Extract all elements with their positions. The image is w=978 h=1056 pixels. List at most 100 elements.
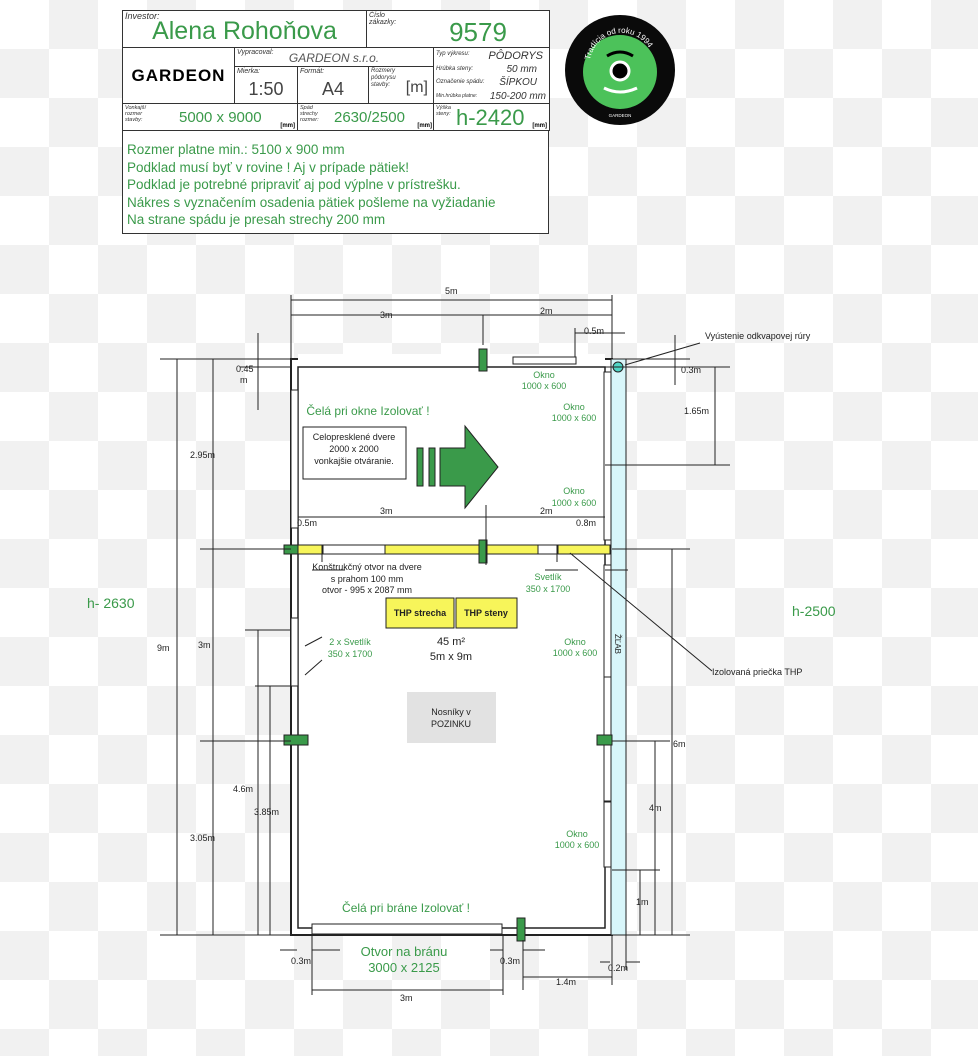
wall-value: 50 mm (506, 64, 537, 75)
outer-label: Vonkajší rozmer stavby: (125, 105, 146, 123)
dim-label: m (240, 375, 248, 385)
window-label: 1000 x 600 (522, 381, 567, 391)
outer-cell: Vonkajší rozmer stavby: 5000 x 9000 [mm] (122, 103, 298, 131)
roof-value: 2630/2500 (334, 109, 405, 126)
scale-value: 1:50 (248, 79, 284, 99)
skylights-label: 2 x Svetlík (329, 637, 371, 647)
format-label: Formát: (300, 68, 325, 75)
window-label: Okno (533, 370, 555, 380)
window-label: 1000 x 600 (552, 498, 597, 508)
downpipe-label: Vyústenie odkvapovej rúry (705, 331, 811, 341)
gate-label: 3000 x 2125 (368, 960, 440, 975)
dim-label: 0.3m (681, 365, 701, 375)
dim-label: 1.4m (556, 977, 576, 987)
roof-unit: [mm] (417, 123, 432, 129)
beams-label: Nosníky v (431, 707, 471, 717)
height-label: Výška steny: (436, 105, 451, 117)
thp-roof-tag (385, 597, 455, 629)
dim-label: 0.5m (584, 326, 604, 336)
gardeon-logo: GARDEON (131, 66, 226, 85)
thp-walls-tag (455, 597, 518, 629)
height-value: h-2420 (456, 105, 525, 130)
outer-value: 5000 x 9000 (179, 109, 262, 126)
dim-label: 2m (540, 306, 553, 316)
building (283, 348, 627, 942)
thp-walls-label: THP steny (464, 608, 508, 618)
skylights-label: 350 x 1700 (328, 649, 373, 659)
wall-label: Hrúbka steny: (436, 66, 474, 72)
window-label: 1000 x 600 (555, 840, 600, 850)
type-value: PÔDORYS (488, 50, 543, 62)
window-label: Okno (563, 402, 585, 412)
prepared-by: GARDEON s.r.o. (288, 51, 380, 65)
dim-label: 2m (540, 506, 553, 516)
window-label: Okno (564, 637, 586, 647)
dim-label: 6m (673, 739, 686, 749)
dim-label: 0.5m (297, 518, 317, 528)
dims-unit: [m] (405, 79, 428, 96)
insulate-gate-label: Čelá pri bráne Izolovať ! (342, 900, 470, 915)
partition-label: Izolovaná priečka THP (712, 667, 802, 677)
slab-label: Min.hrúbka platne: (436, 93, 478, 99)
order-number: 9579 (449, 17, 507, 47)
dim-label: 3m (380, 310, 393, 320)
door-label: Celopresklené dvere (313, 432, 396, 442)
window-label: Okno (566, 829, 588, 839)
door-label: vonkajšie otváranie. (314, 456, 394, 466)
dim-label: 2.95m (190, 450, 215, 460)
note-line: Nákres s vyznačením osadenia pätiek pošl… (127, 194, 496, 210)
dim-label: 3m (198, 640, 211, 650)
dims-label: Rozmery pôdorysu stavby: (371, 68, 396, 88)
dim-label: 1m (636, 897, 649, 907)
dim-label: 9m (157, 643, 170, 653)
door-label: 2000 x 2000 (329, 444, 379, 454)
thp-roof-label: THP strecha (394, 608, 447, 618)
note-line: Rozmer platne min.: 5100 x 900 mm (127, 142, 345, 157)
dim-label: 0.3m (291, 956, 311, 966)
size-label: 5m x 9m (430, 651, 472, 663)
slab-value: 150-200 mm (489, 91, 546, 102)
insulate-window-label: Čelá pri okne Izolovať ! (306, 403, 429, 418)
slope-value: ŠÍPKOU (499, 77, 537, 88)
order-label: Číslo zákazky: (369, 12, 397, 26)
dim-label: 0.3m (500, 956, 520, 966)
window-label: Okno (563, 486, 585, 496)
dimension-labels: 5m 3m 2m 0.5m 9m 2.95m 3m 3.05m 0.45 m 4… (157, 286, 709, 1003)
beams-label: POZINKU (431, 719, 471, 729)
opening-label: Konštrukčný otvor na dvere (312, 562, 422, 572)
opening-label: otvor - 995 x 2087 mm (322, 585, 412, 595)
scale-cell: Mierka: 1:50 (234, 66, 298, 104)
beams-box (407, 692, 496, 743)
badge-brand: GARDEON (609, 113, 632, 118)
drawing-info-cell: Typ výkresu: PÔDORYS Hrúbka steny: 50 mm… (433, 47, 550, 104)
title-block: Investor: Alena Rohoňova Číslo zákazky: … (122, 10, 550, 234)
dim-label: 0.8m (576, 518, 596, 528)
dim-label: 3m (400, 993, 413, 1003)
height-left: h- 2630 (87, 595, 135, 611)
window-label: 1000 x 600 (553, 648, 598, 658)
skylight-label: Svetlík (534, 572, 562, 582)
dim-label: 0.2m (608, 963, 628, 973)
height-right: h-2500 (792, 603, 836, 619)
dim-label: 3.05m (190, 833, 215, 843)
area-label: 45 m² (437, 636, 465, 648)
type-label: Typ výkresu: (436, 51, 470, 57)
order-cell: Číslo zákazky: 9579 (366, 10, 550, 48)
height-unit: [mm] (532, 123, 547, 129)
gate-label: Otvor na bránu (361, 944, 448, 959)
slope-label: Označenie spádu: (436, 79, 485, 85)
note-line: Podklad musí byť v rovine ! Aj v prípade… (127, 159, 409, 175)
investor-cell: Investor: Alena Rohoňova (122, 10, 367, 48)
outer-unit: [mm] (280, 123, 295, 129)
tradition-badge: Tradícia od roku 1994 GARDEON (565, 15, 675, 125)
roof-cell: Spád strechy rozmer: 2630/2500 [mm] (297, 103, 435, 131)
dim-label: 5m (445, 286, 458, 296)
green-annotations: Čelá pri okne Izolovať ! Čelá pri bráne … (306, 370, 599, 975)
dim-label: 4m (649, 803, 662, 813)
dim-label: 1.65m (684, 406, 709, 416)
slope-arrow-icon (416, 424, 499, 510)
dim-label: 3.85m (254, 807, 279, 817)
scale-label: Mierka: (237, 68, 260, 75)
dims-cell: Rozmery pôdorysu stavby: [m] (368, 66, 435, 104)
